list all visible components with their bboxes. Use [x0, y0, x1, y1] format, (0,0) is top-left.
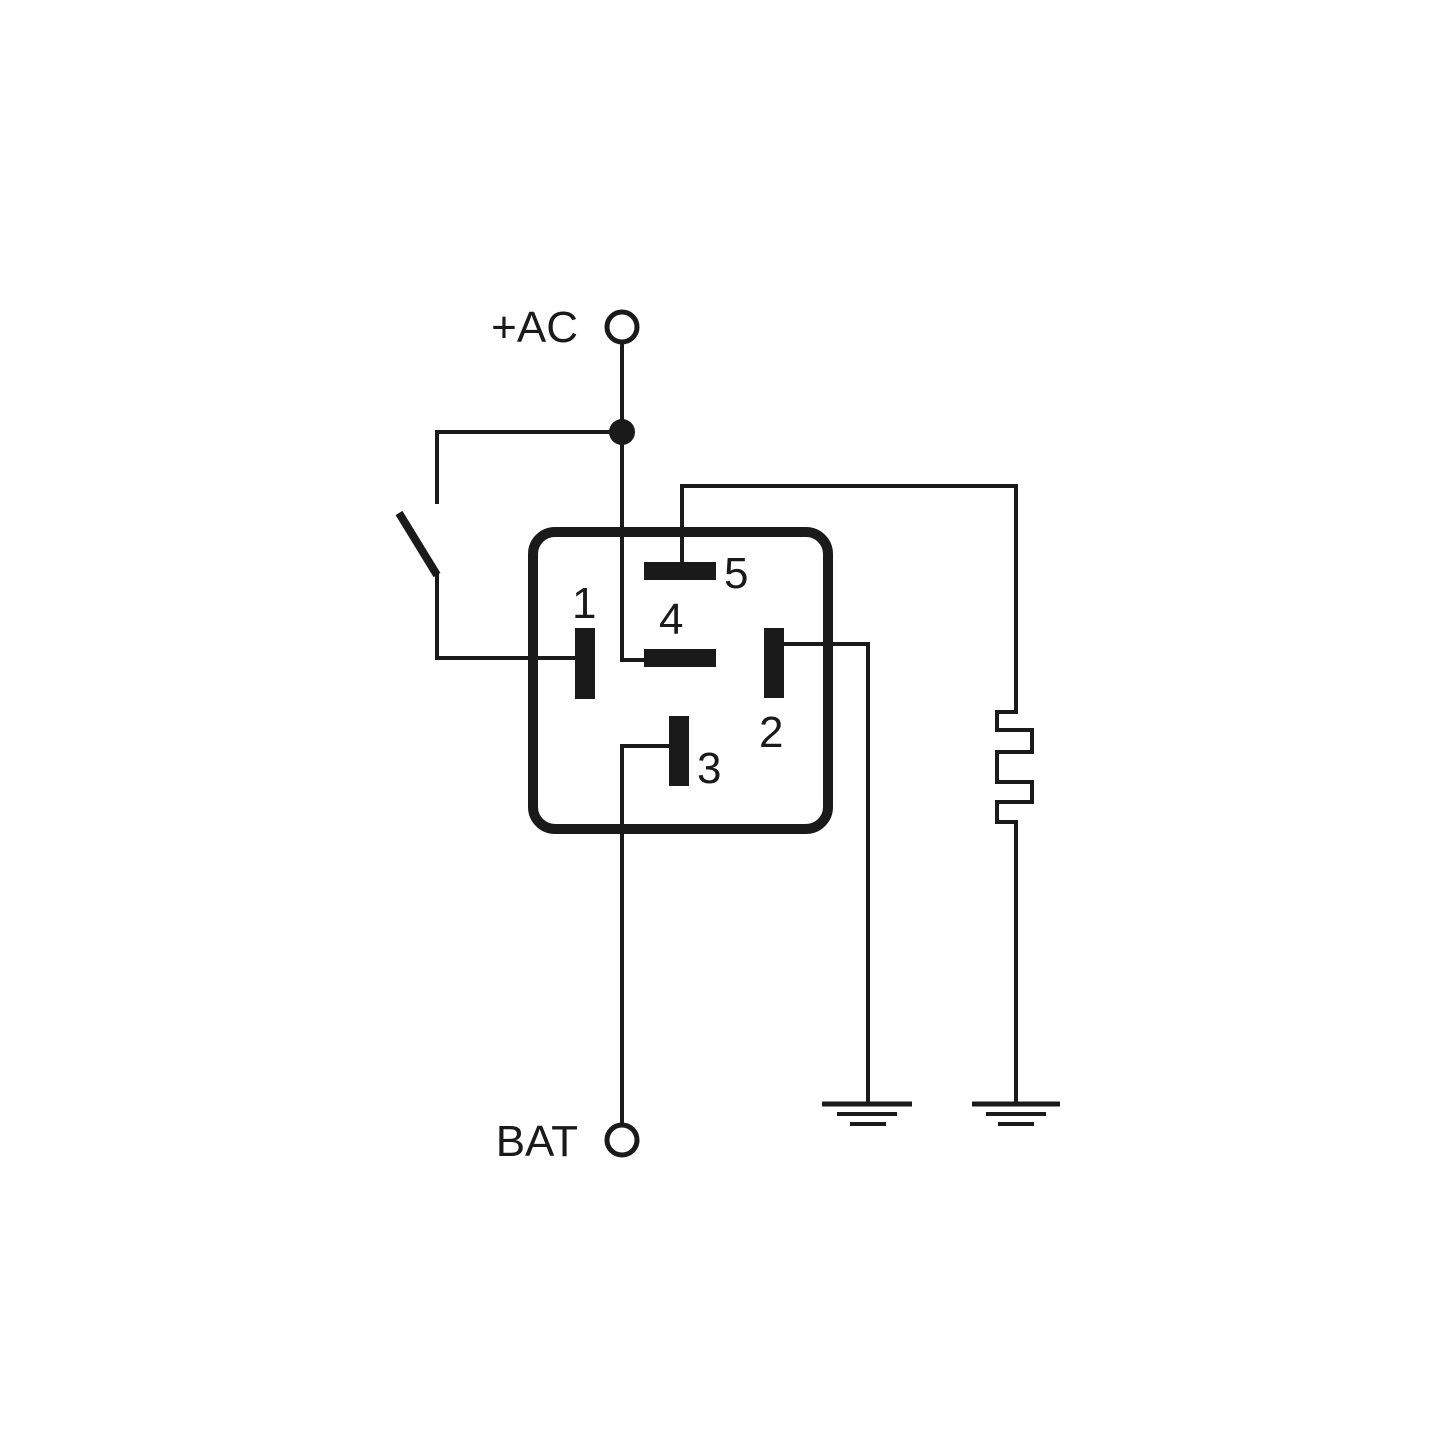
pin-label-4: 4	[659, 595, 683, 644]
pin-label-3: 3	[697, 744, 721, 793]
pin-3-contact	[669, 716, 689, 786]
terminal-label-bat: BAT	[496, 1117, 578, 1166]
pin-4-contact	[644, 649, 716, 667]
wire-switch-to-pin1	[435, 573, 582, 660]
ground-icon	[822, 1101, 912, 1126]
pin-label-2: 2	[759, 708, 783, 757]
pin-5-contact	[644, 562, 716, 580]
wire-switch-top	[435, 430, 624, 504]
wire-pin5-to-resistor	[680, 484, 1018, 714]
terminal-label-ac: +AC	[491, 303, 578, 352]
pin-label-5: 5	[724, 549, 748, 598]
pin-label-1: 1	[572, 579, 596, 628]
terminal-icon	[604, 1122, 640, 1158]
terminal-icon	[604, 309, 640, 345]
wire-pin3-to-bat	[620, 744, 680, 1126]
switch-icon	[395, 510, 441, 578]
wire-pin2-to-ground	[772, 642, 870, 1106]
pin-1-contact	[575, 628, 595, 699]
pin-2-contact	[764, 628, 784, 698]
ground-icon	[972, 1101, 1060, 1126]
wire-ac-to-pin4	[620, 342, 650, 662]
resistor-icon	[995, 710, 1034, 824]
